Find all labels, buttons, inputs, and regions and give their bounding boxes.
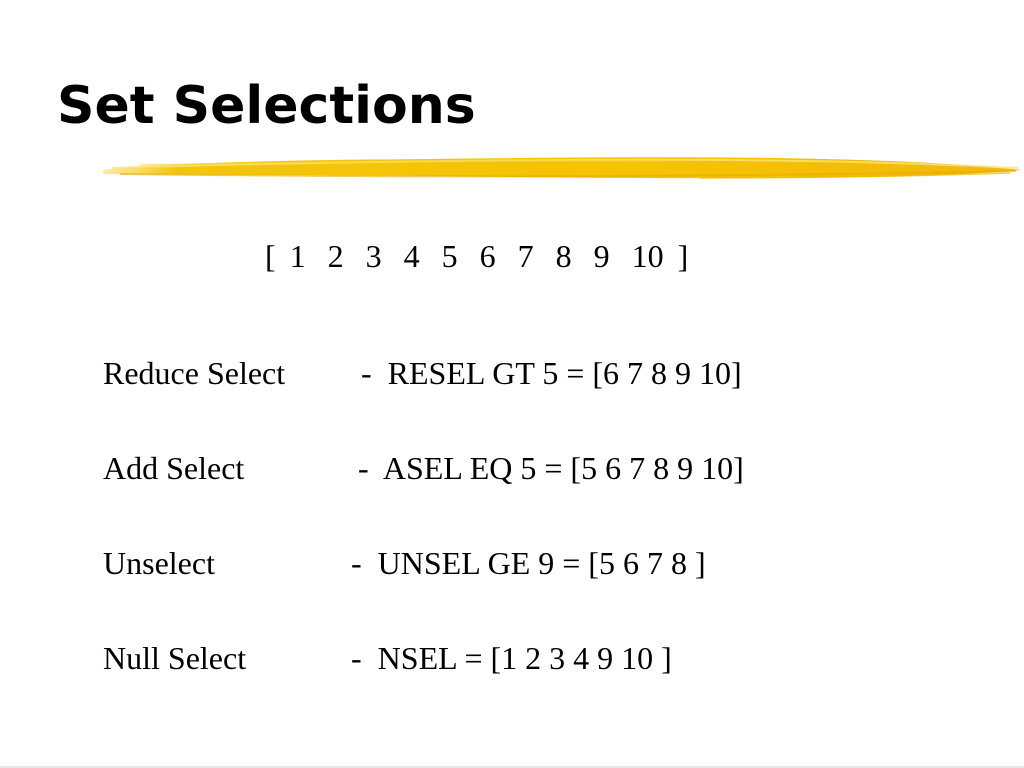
row-unselect: Unselect - UNSEL GE 9 = [5 6 7 8 ] xyxy=(103,547,963,642)
row-add-select: Add Select - ASEL EQ 5 = [5 6 7 8 9 10] xyxy=(103,452,963,547)
number-set: [ 1 2 3 4 5 6 7 8 9 10 ] xyxy=(265,240,688,272)
bracket-close: ] xyxy=(677,238,689,274)
set-number-1: 1 xyxy=(289,238,306,274)
title-underline-brushstroke xyxy=(102,157,1022,179)
row-label: Unselect xyxy=(103,545,215,581)
set-number-10: 10 xyxy=(631,238,664,274)
set-number-8: 8 xyxy=(555,238,572,274)
set-number-9: 9 xyxy=(593,238,610,274)
bracket-open: [ xyxy=(265,238,276,274)
row-label: Add Select xyxy=(103,450,245,486)
row-detail: - ASEL EQ 5 = [5 6 7 8 9 10] xyxy=(358,450,744,486)
row-detail: - NSEL = [1 2 3 4 9 10 ] xyxy=(351,640,672,676)
row-null-select: Null Select - NSEL = [1 2 3 4 9 10 ] xyxy=(103,642,963,737)
set-number-6: 6 xyxy=(479,238,496,274)
row-detail: - RESEL GT 5 = [6 7 8 9 10] xyxy=(361,355,742,391)
row-detail: - UNSEL GE 9 = [5 6 7 8 ] xyxy=(351,545,706,581)
set-number-2: 2 xyxy=(327,238,344,274)
set-number-4: 4 xyxy=(403,238,420,274)
set-number-5: 5 xyxy=(441,238,458,274)
slide-bottom-divider xyxy=(0,766,1024,768)
set-number-7: 7 xyxy=(517,238,534,274)
row-reduce-select: Reduce Select - RESEL GT 5 = [6 7 8 9 10… xyxy=(103,357,963,452)
set-number-3: 3 xyxy=(365,238,382,274)
row-label: Null Select xyxy=(103,640,247,676)
row-label: Reduce Select xyxy=(103,355,286,391)
slide-title: Set Selections xyxy=(57,76,476,136)
selection-rows: Reduce Select - RESEL GT 5 = [6 7 8 9 10… xyxy=(103,357,963,737)
